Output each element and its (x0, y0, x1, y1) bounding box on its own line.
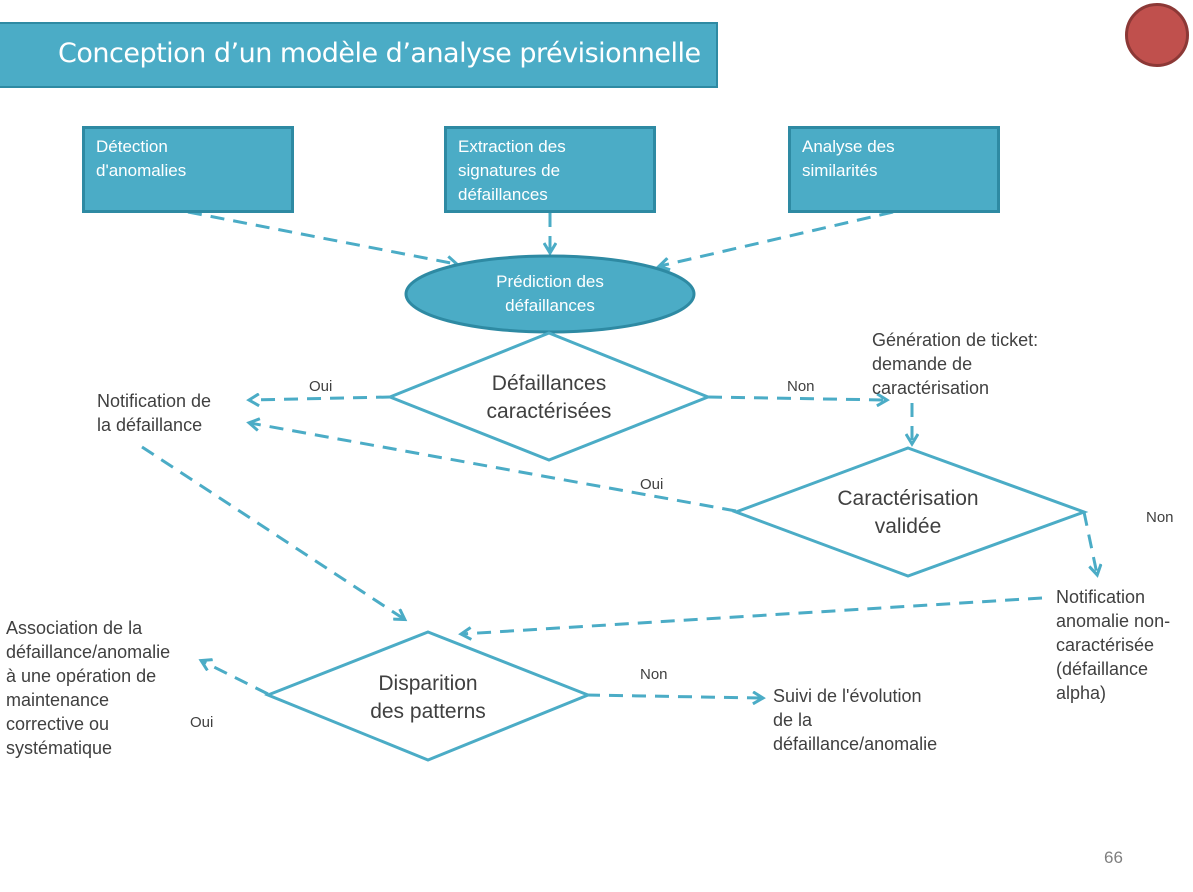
prediction-label: Prédiction des défaillances (496, 272, 604, 315)
arrow-detection-to-prediction (187, 210, 456, 264)
outcome-non-caracterisee: Notification anomalie non- caractérisée … (1056, 587, 1171, 703)
arrow-non-caracterisee-to-disparition (462, 596, 1043, 634)
label-oui-3: Oui (190, 714, 214, 731)
arrow-disparition-non-to-suivi (585, 695, 762, 698)
label-oui-1: Oui (309, 378, 333, 395)
source-box-similarites: Analyse des similarités (788, 126, 1000, 213)
arrow-validee-non-to-non-caracterisee (1082, 511, 1097, 574)
arrow-validee-oui-to-notification (250, 423, 737, 513)
arrow-similarites-to-prediction (660, 210, 894, 266)
outcome-ticket: Génération de ticket: demande de caracté… (872, 330, 1039, 398)
source-label-similarites: Analyse des similarités (802, 137, 895, 180)
arrow-oui-to-notification (250, 397, 391, 400)
slide-title: Conception d’un modèle d’analyse prévisi… (58, 38, 701, 69)
label-non-1: Non (787, 378, 815, 395)
source-box-detection: Détection d'anomalies (82, 126, 294, 213)
red-circle-decoration (1125, 3, 1189, 67)
arrow-notification-to-disparition (141, 445, 404, 619)
decision-validee-label: Caractérisation validée (837, 487, 979, 538)
outcome-suivi: Suivi de l'évolution de la défaillance/a… (773, 686, 938, 754)
source-box-extraction: Extraction des signatures de défaillance… (444, 126, 656, 213)
source-label-extraction: Extraction des signatures de défaillance… (458, 137, 566, 204)
decision-caracterisees-label: Défaillances caractérisées (486, 372, 612, 423)
decision-caracterisees-diamond (385, 331, 713, 462)
title-bar (0, 22, 718, 88)
outcome-association: Association de la défaillance/anomalie à… (6, 618, 171, 758)
arrow-non-to-ticket (707, 397, 886, 400)
label-non-3: Non (640, 666, 668, 683)
outcome-notification: Notification de la défaillance (97, 391, 212, 435)
page-number: 66 (1104, 848, 1123, 867)
decision-disparition-diamond (263, 630, 593, 762)
source-label-detection: Détection d'anomalies (96, 137, 187, 180)
decision-validee-diamond (731, 446, 1089, 578)
label-non-2: Non (1146, 509, 1174, 526)
decision-disparition-label: Disparition des patterns (370, 672, 486, 723)
arrow-disparition-oui-to-association (202, 661, 269, 696)
label-oui-2: Oui (640, 476, 664, 493)
